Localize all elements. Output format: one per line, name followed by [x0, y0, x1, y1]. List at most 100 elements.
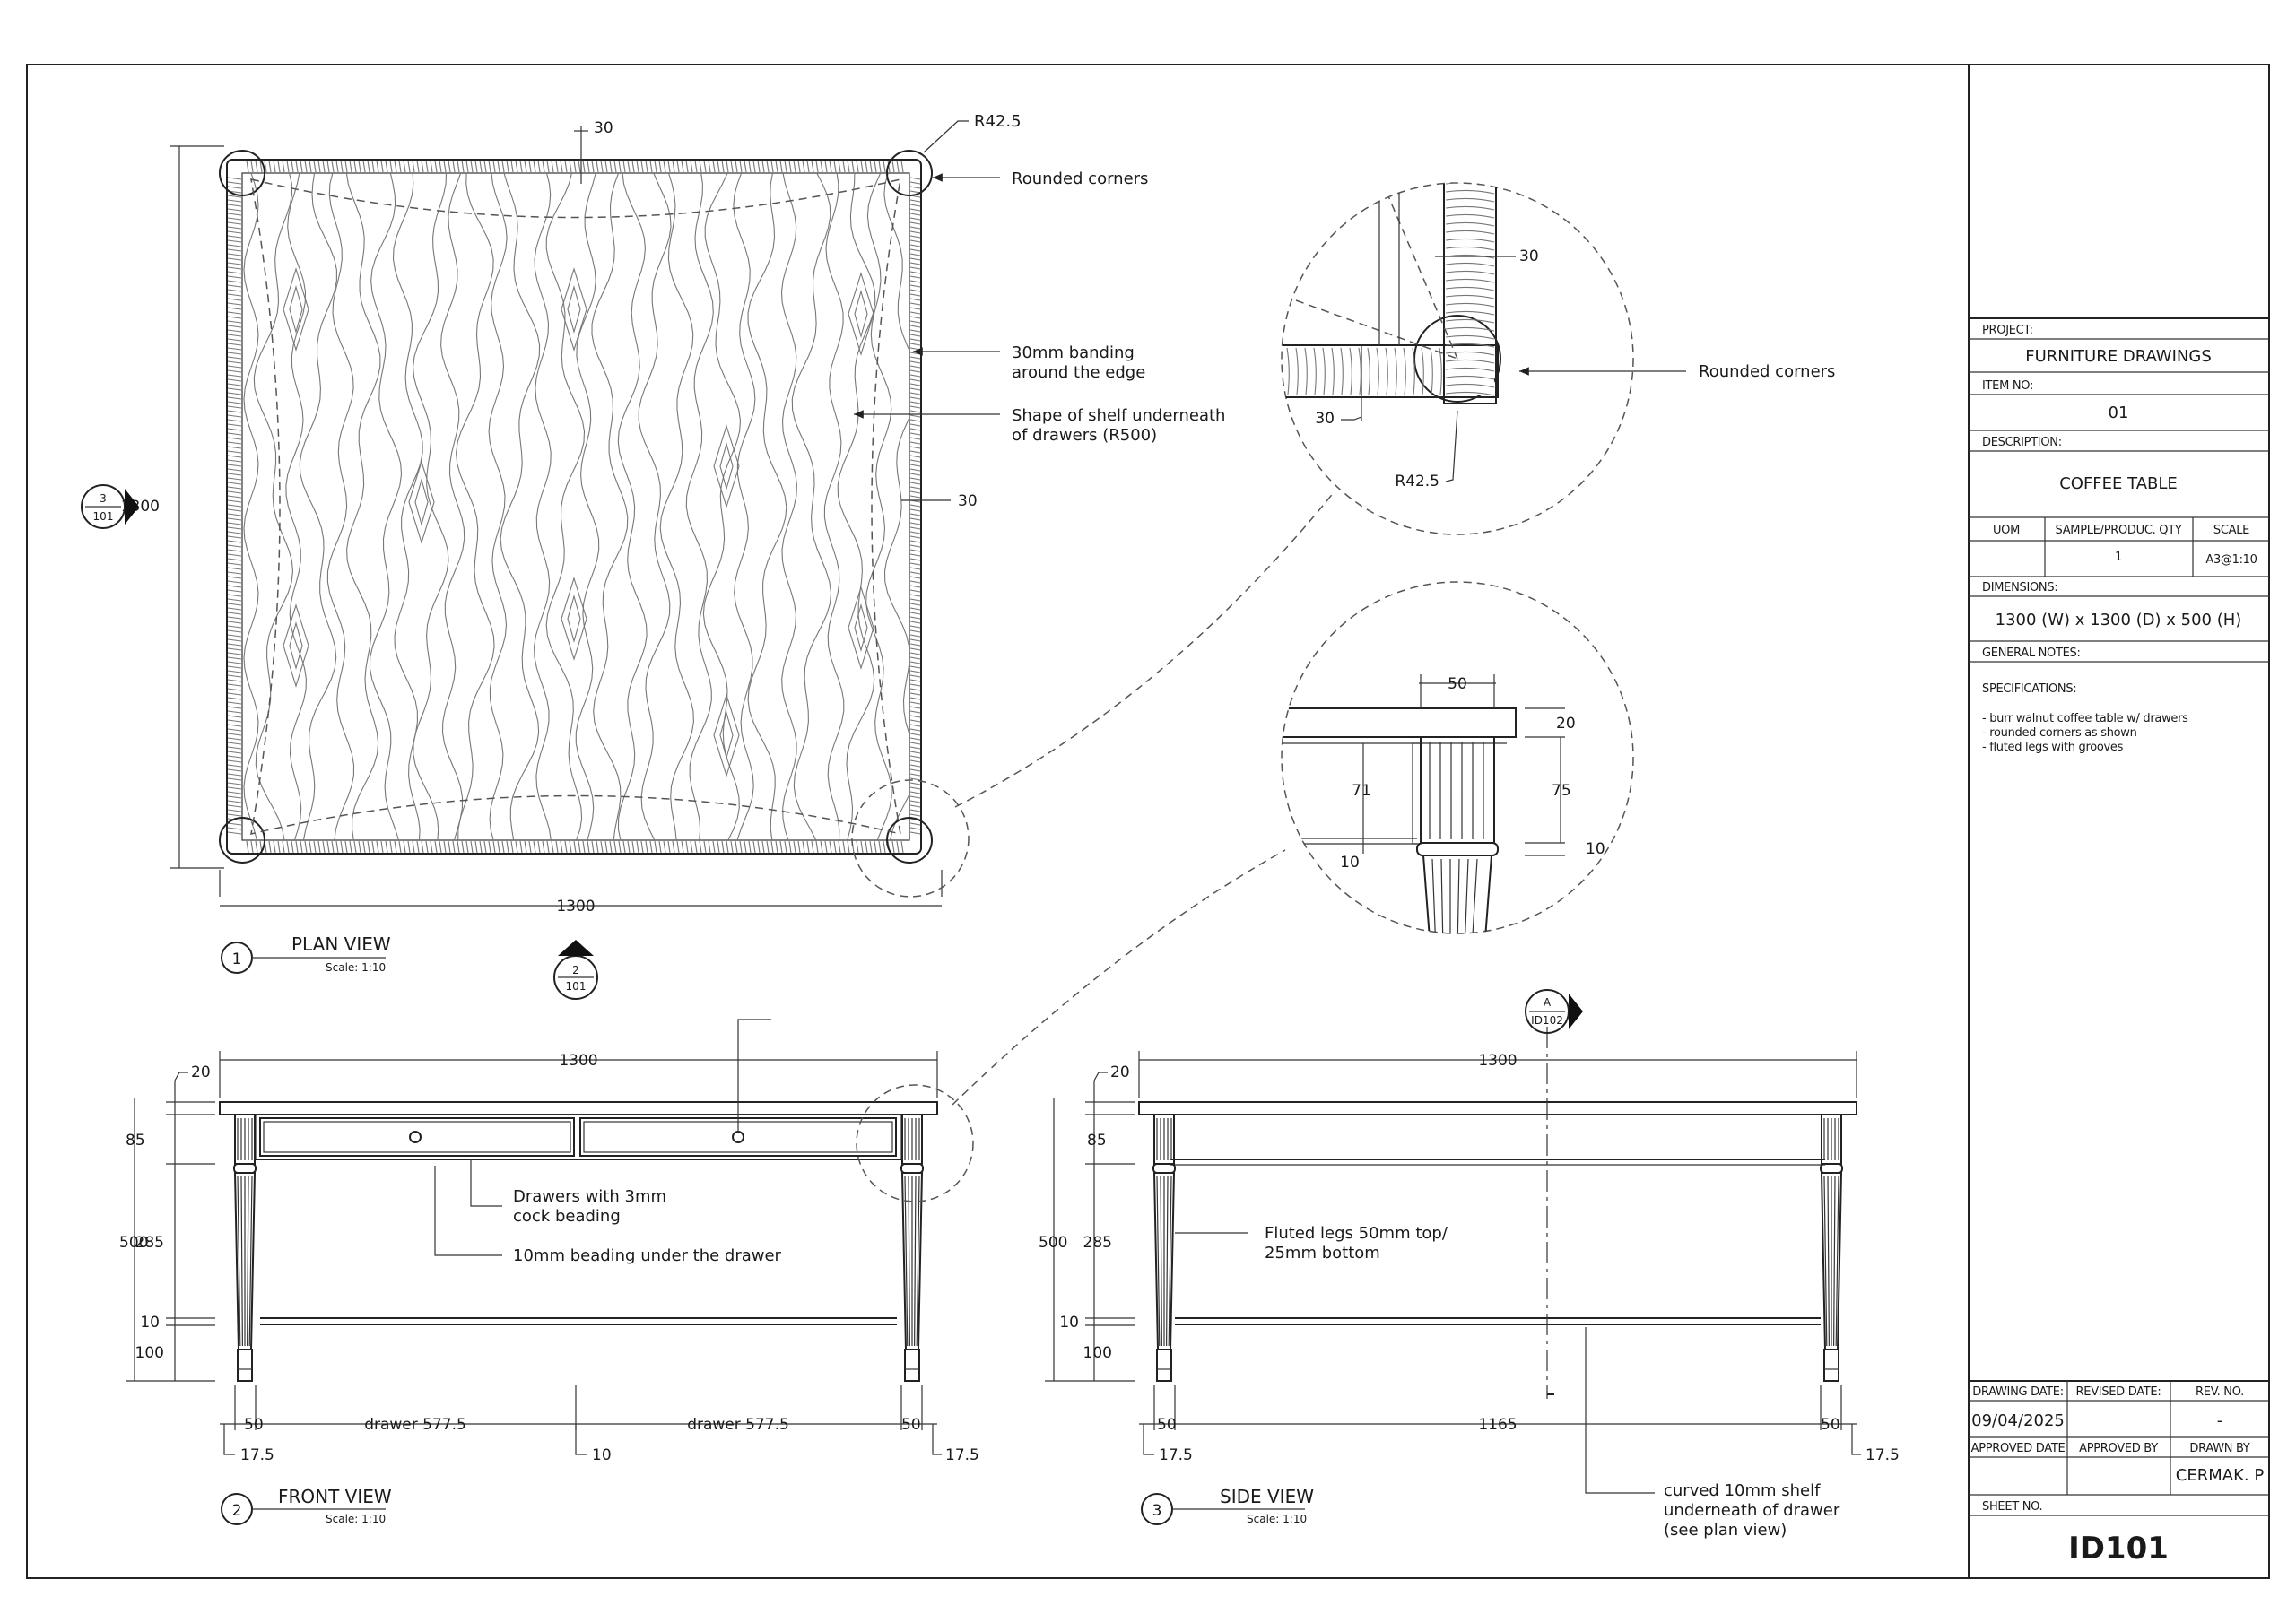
tb-revised-label: REVISED DATE:	[2076, 1385, 2161, 1399]
corner-dim-30-left: 30	[1315, 410, 1335, 428]
front-dim-285: 285	[135, 1234, 164, 1252]
corner-detail: 30 30 R42.5 Rounded corners	[954, 182, 1835, 808]
side-dim-100: 100	[1083, 1344, 1112, 1362]
front-drawer-note-2: cock beading	[513, 1207, 621, 1226]
corner-rounded-label: Rounded corners	[1699, 362, 1835, 381]
side-dim-1165: 1165	[1478, 1416, 1517, 1434]
side-dim-leg-50-right: 50	[1821, 1416, 1840, 1434]
front-tabletop	[219, 1101, 938, 1115]
leg-dim-50: 50	[1448, 675, 1467, 693]
side-shelf-note-3: (see plan view)	[1664, 1521, 1787, 1540]
side-shelf-note-1: curved 10mm shelf	[1664, 1481, 1821, 1500]
tb-dims: 1300 (W) x 1300 (D) x 500 (H)	[1996, 611, 2242, 629]
front-drawer-left	[259, 1117, 575, 1157]
leg-detail: 50 20 75 10 71 10	[952, 581, 1634, 1106]
tb-approved-by-label: APPROVED BY	[2079, 1442, 2158, 1455]
tb-sheet-label: SHEET NO.	[1982, 1500, 2042, 1514]
corner-radius: R42.5	[1395, 473, 1439, 490]
tb-drawn-by: CERMAK. P	[2176, 1466, 2265, 1485]
tb-drawing-date: 09/04/2025	[1971, 1411, 2065, 1430]
front-dim-drawer-right: drawer 577.5	[687, 1416, 789, 1434]
side-width-dim: 1300	[1478, 1052, 1517, 1070]
front-dim-10: 10	[140, 1314, 160, 1332]
tb-scale-label: SCALE	[2213, 524, 2249, 537]
plan-corner-br	[886, 817, 933, 864]
leg-dim-10-right: 10	[1586, 840, 1605, 858]
svg-text:Scale: 1:10: Scale: 1:10	[1247, 1513, 1307, 1525]
plan-banding	[227, 160, 921, 854]
tb-drawing-date-label: DRAWING DATE:	[1972, 1385, 2064, 1399]
plan-wood-grain	[243, 173, 909, 840]
tb-project: FURNITURE DRAWINGS	[2025, 347, 2212, 366]
side-legs-note-1: Fluted legs 50mm top/	[1265, 1224, 1448, 1243]
tb-drawn-by-label: DRAWN BY	[2189, 1442, 2250, 1455]
tb-notes-label: GENERAL NOTES:	[1982, 647, 2081, 660]
plan-banding-label-1: 30mm banding	[1012, 343, 1135, 362]
svg-text:101: 101	[566, 980, 587, 993]
tb-scale: A3@1:10	[2205, 553, 2257, 567]
plan-shelf-label-1: Shape of shelf underneath	[1012, 406, 1225, 425]
tb-desc-label: DESCRIPTION:	[1982, 436, 2062, 449]
svg-text:Scale: 1:10: Scale: 1:10	[326, 1513, 386, 1525]
plan-banding-label-2: around the edge	[1012, 363, 1145, 382]
svg-text:2: 2	[572, 964, 579, 976]
side-dim-17-5-left: 17.5	[1159, 1446, 1193, 1464]
svg-text:101: 101	[93, 510, 114, 523]
leg-dim-75: 75	[1552, 782, 1571, 800]
front-knob-left	[409, 1131, 422, 1143]
tb-uom-label: UOM	[1993, 524, 2020, 537]
tb-item-label: ITEM NO:	[1982, 379, 2033, 393]
side-dim-285: 285	[1083, 1234, 1112, 1252]
plan-tabletop-inner	[241, 172, 910, 841]
plan-shelf-label-2: of drawers (R500)	[1012, 426, 1157, 445]
plan-tabletop-outer	[226, 159, 922, 855]
plan-radius-label: R42.5	[974, 112, 1022, 131]
plan-corner-tl	[219, 150, 265, 196]
side-shelf-note-2: underneath of drawer	[1664, 1501, 1840, 1520]
tb-qty-label: SAMPLE/PRODUC. QTY	[2056, 524, 2182, 537]
leg-dim-71: 71	[1352, 782, 1371, 800]
sheet-border	[26, 64, 2270, 1579]
plan-dim-30-top: 30	[594, 119, 613, 137]
svg-text:1: 1	[232, 950, 242, 968]
corner-dim-30-top: 30	[1519, 247, 1539, 265]
front-view-title: 2 FRONT VIEW Scale: 1:10	[221, 1486, 392, 1525]
plan-view: 1300 1300 30 30 R42.5 Rounded corners 30…	[81, 112, 1225, 974]
svg-text:3: 3	[100, 492, 107, 505]
svg-text:2: 2	[232, 1502, 242, 1520]
front-knob-right	[732, 1131, 744, 1143]
side-view: A ID102 1300 20 85 500 285 10 100 50 116…	[1039, 989, 1900, 1540]
front-width-dim: 1300	[559, 1052, 597, 1070]
side-dim-85: 85	[1087, 1132, 1107, 1150]
side-tabletop	[1138, 1101, 1857, 1115]
plan-section-marker: 3 101	[81, 484, 139, 529]
side-dim-10: 10	[1059, 1314, 1079, 1332]
tb-rev: -	[2217, 1411, 2223, 1430]
front-dim-500: 500	[119, 1234, 148, 1252]
tb-spec-2: - rounded corners as shown	[1982, 726, 2137, 740]
svg-text:A: A	[1544, 996, 1552, 1009]
tb-approved-date-label: APPROVED DATE	[1971, 1442, 2066, 1455]
front-dim-100: 100	[135, 1344, 164, 1362]
title-block: PROJECT: FURNITURE DRAWINGS ITEM NO: 01 …	[1969, 317, 2269, 1567]
side-view-title: 3 SIDE VIEW Scale: 1:10	[1141, 1486, 1314, 1525]
svg-text:PLAN VIEW: PLAN VIEW	[291, 933, 391, 955]
tb-spec-1: - burr walnut coffee table w/ drawers	[1982, 712, 2188, 725]
side-dim-20: 20	[1110, 1063, 1130, 1081]
leg-dim-10-left: 10	[1340, 854, 1360, 872]
plan-view-title: 1 PLAN VIEW Scale: 1:10	[221, 933, 391, 974]
tb-spec-label: SPECIFICATIONS:	[1982, 682, 2076, 696]
svg-text:FRONT VIEW: FRONT VIEW	[278, 1486, 392, 1507]
front-beading-note: 10mm beading under the drawer	[513, 1246, 782, 1265]
tb-item: 01	[2109, 404, 2129, 422]
svg-text:3: 3	[1152, 1502, 1162, 1520]
front-dim-17-5-right: 17.5	[945, 1446, 979, 1464]
front-dim-drawer-left: drawer 577.5	[364, 1416, 466, 1434]
tb-dims-label: DIMENSIONS:	[1982, 581, 2057, 595]
front-view: 1300 20 85 500 285 10 100 50 drawer 577.…	[119, 1019, 979, 1525]
leg-dim-20: 20	[1556, 715, 1576, 733]
svg-text:SIDE VIEW: SIDE VIEW	[1220, 1486, 1314, 1507]
side-dim-17-5-right: 17.5	[1866, 1446, 1900, 1464]
front-dim-20: 20	[191, 1063, 211, 1081]
